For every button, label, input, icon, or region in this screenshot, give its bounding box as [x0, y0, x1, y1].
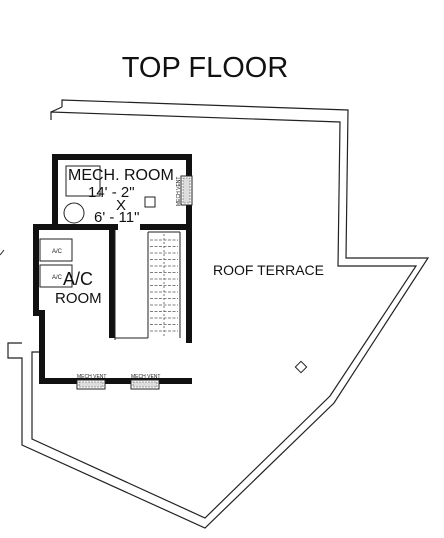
stair-treads: [150, 234, 178, 336]
ac-unit-2-label: A/C: [52, 275, 63, 281]
terrace-outer-boundary: [7, 99, 430, 529]
ac-room-label-line2: ROOM: [55, 290, 102, 307]
bottom-vent-left-label: MECH VENT: [77, 374, 106, 380]
mech-room-left-wall: [52, 154, 58, 224]
mech-room-top-wall: [52, 154, 192, 160]
corridor-left-wall: [39, 310, 45, 384]
roof-terrace-label: ROOF TERRACE: [213, 262, 324, 278]
side-mech-vent: MECH VENT: [176, 175, 193, 206]
side-vent-label: MECH VENT: [176, 177, 182, 206]
ac-unit-1-label: A/C: [52, 249, 63, 255]
mech-room-bottom-wall-left: [52, 224, 118, 230]
mech-room-equipment: [63, 165, 156, 224]
side-vent-grille: [182, 177, 191, 204]
mech-room-right-wall-lower: [186, 205, 192, 343]
tank-circle: [63, 202, 85, 224]
stair-wall-gap: [181, 228, 186, 344]
floor-title: TOP FLOOR: [122, 52, 289, 84]
interior-walls: [33, 154, 192, 384]
ac-room-top-wall: [33, 224, 58, 230]
mech-room-dim-x: X: [116, 197, 126, 214]
water-heater-box: [65, 165, 101, 197]
edge-mark: [0, 249, 5, 256]
ac-room-label-line1: A/C: [63, 269, 93, 289]
equipment-square: [144, 196, 156, 208]
mech-room-label: MECH. ROOM: [68, 167, 174, 184]
ac-unit-1-box: [39, 238, 73, 262]
corridor-bottom-wall: [39, 378, 192, 384]
bottom-vent-right-grille: [132, 381, 158, 388]
ac-room-right-wall: [109, 228, 115, 338]
terrace-corner-link: [50, 106, 63, 113]
bottom-vent-left-grille: [78, 381, 104, 388]
ac-units: A/C A/C: [39, 238, 73, 288]
roof-drain-icon: [294, 360, 308, 374]
stair-enclosure: [114, 230, 181, 340]
mech-room-dim-width: 14' - 2": [88, 184, 135, 201]
terrace-outline-inner: [31, 111, 418, 519]
terrace-outline-outer: [7, 99, 430, 529]
bottom-mech-vents: MECH VENT MECH VENT: [76, 374, 160, 390]
ac-room-left-wall: [33, 224, 39, 316]
mech-room-bottom-wall-right: [140, 224, 192, 230]
bottom-vent-right-label: MECH VENT: [131, 374, 160, 380]
ac-unit-2-box: [39, 264, 73, 288]
mech-room-right-wall-upper: [186, 154, 192, 176]
mech-room-dim-depth: 6' - 11": [94, 209, 139, 226]
